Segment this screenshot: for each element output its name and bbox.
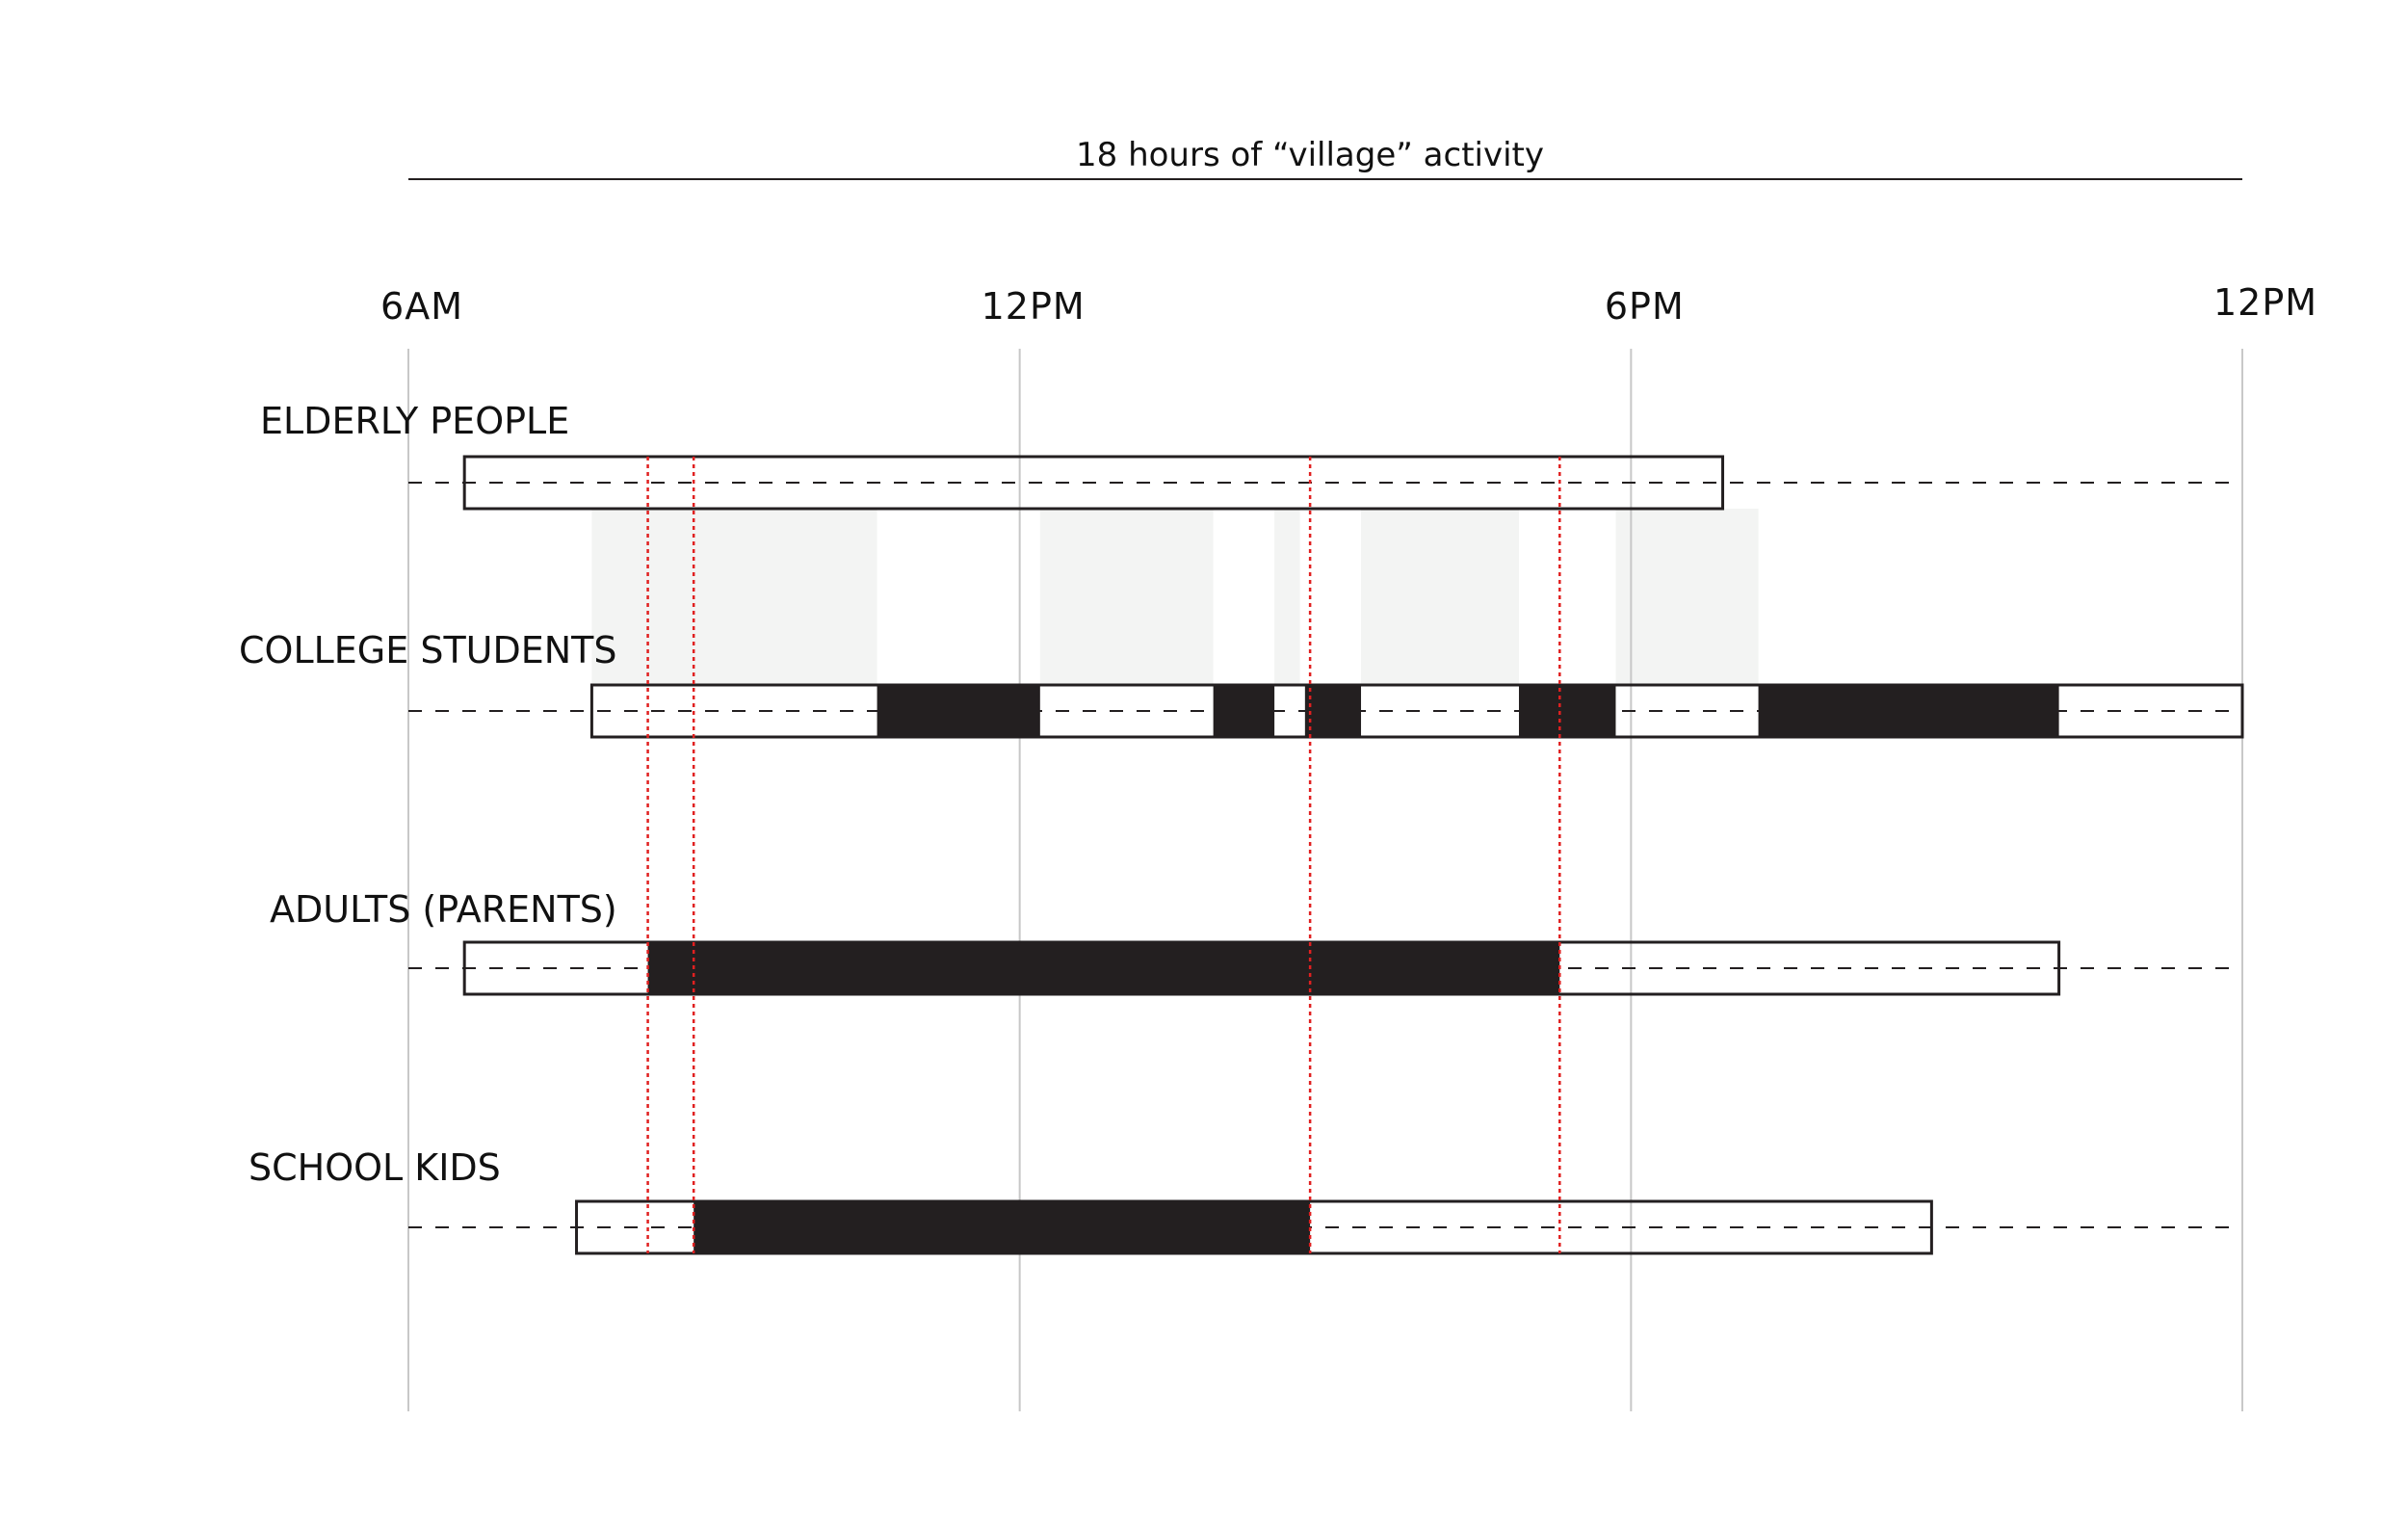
free-period-3 bbox=[1361, 509, 1519, 685]
diagram-title: 18 hours of “village” activity bbox=[1076, 136, 1544, 174]
row-label-1: COLLEGE STUDENTS bbox=[239, 629, 617, 671]
free-period-0 bbox=[591, 509, 877, 685]
row-label-0: ELDERLY PEOPLE bbox=[260, 400, 569, 442]
row-elderly-people bbox=[408, 455, 2242, 511]
free-period-1 bbox=[1039, 509, 1214, 685]
active-block-1-4 bbox=[1758, 685, 2059, 737]
free-time-shading bbox=[591, 509, 1759, 685]
range-box-3 bbox=[575, 1199, 1933, 1255]
range-box-1 bbox=[589, 683, 2244, 739]
sync-markers bbox=[646, 457, 1561, 1253]
row-adults-parents bbox=[408, 940, 2242, 996]
row-label-2: ADULTS (PARENTS) bbox=[270, 888, 617, 931]
free-period-2 bbox=[1274, 509, 1300, 685]
active-block-3-0 bbox=[694, 1201, 1311, 1253]
range-box-0 bbox=[462, 455, 1725, 511]
tick-label-1: 12PM bbox=[982, 285, 1086, 328]
active-block-1-3 bbox=[1518, 685, 1616, 737]
tick-label-3: 12PM bbox=[2213, 281, 2317, 324]
row-college-students bbox=[408, 683, 2244, 739]
activity-rows bbox=[408, 455, 2244, 1255]
tick-label-0: 6AM bbox=[380, 285, 463, 328]
active-block-2-0 bbox=[647, 942, 1560, 994]
range-box-2 bbox=[462, 940, 2061, 996]
row-school-kids bbox=[408, 1199, 2242, 1255]
active-block-1-0 bbox=[877, 685, 1040, 737]
tick-label-2: 6PM bbox=[1605, 285, 1685, 328]
active-block-1-2 bbox=[1304, 685, 1362, 737]
active-block-1-1 bbox=[1213, 685, 1275, 737]
row-label-3: SCHOOL KIDS bbox=[249, 1146, 501, 1189]
free-period-4 bbox=[1615, 509, 1759, 685]
